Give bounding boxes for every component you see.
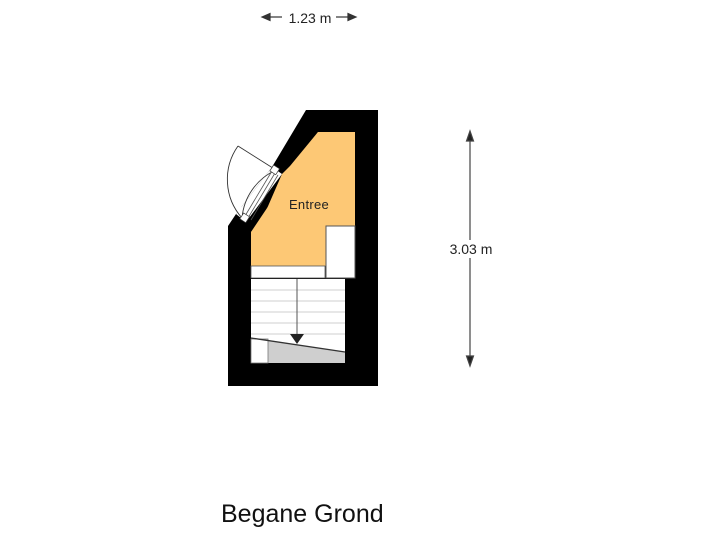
depth-dimension-label: 3.03 m	[440, 240, 502, 258]
room-label-entree: Entree	[288, 197, 330, 212]
staircase	[250, 279, 346, 364]
width-dimension-arrows	[260, 12, 358, 22]
room-entree-main	[251, 132, 355, 266]
stair-arrow-head-icon	[290, 334, 304, 344]
floor-title: Begane Grond	[221, 500, 384, 528]
width-dimension: 1.23 m	[262, 8, 358, 28]
width-dimension-label: 1.23 m	[285, 10, 335, 26]
swing-door	[226, 145, 281, 224]
closet-box	[325, 225, 356, 279]
stair-landing-strip	[250, 265, 326, 279]
